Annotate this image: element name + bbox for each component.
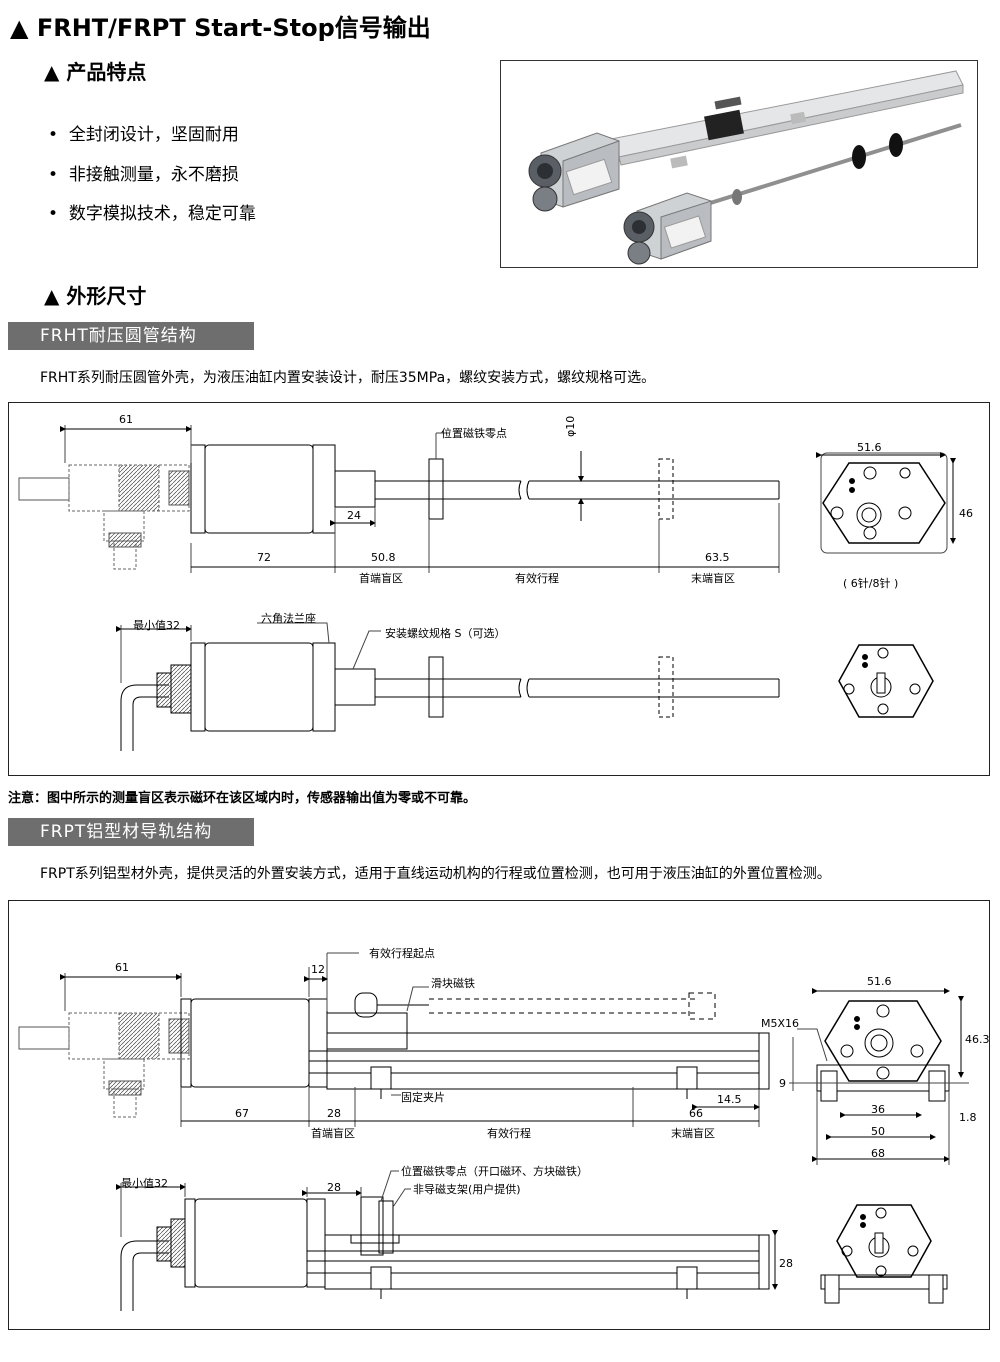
head-dead-zone: 首端盲区 bbox=[359, 572, 403, 585]
dim-24: 24 bbox=[347, 509, 361, 522]
dim-1-8: 1.8 bbox=[959, 1111, 977, 1124]
frht-note: 注意：图中所示的测量盲区表示磁环在该区域内时，传感器输出值为零或不可靠。 bbox=[8, 791, 477, 806]
frht-description: FRHT系列耐压圆管外壳，为液压油缸内置安装设计，耐压35MPa，螺纹安装方式，… bbox=[40, 370, 656, 386]
dim-66: 66 bbox=[689, 1107, 703, 1120]
frpt-top-view bbox=[18, 952, 770, 1127]
dim-68: 68 bbox=[871, 1147, 885, 1160]
feature-item: • 数字模拟技术，稳定可靠 bbox=[48, 204, 256, 224]
dim-50: 50 bbox=[871, 1125, 885, 1138]
dim-36: 36 bbox=[871, 1103, 885, 1116]
dim-9: 9 bbox=[779, 1077, 786, 1090]
dim-51-6: 51.6 bbox=[867, 975, 892, 988]
hex-flange-label: 六角法兰座 bbox=[261, 612, 316, 625]
frht-bottom-view bbox=[116, 622, 780, 751]
frpt-end-view-bottom bbox=[820, 1204, 948, 1304]
effective-stroke: 有效行程 bbox=[515, 572, 559, 585]
head-dead-zone: 首端盲区 bbox=[311, 1127, 355, 1140]
min32-label: 最小值32 bbox=[121, 1177, 168, 1190]
feature-item: • 全封闭设计，坚固耐用 bbox=[48, 125, 239, 145]
magnet-zero-label: 位置磁铁零点（开口磁环、方块磁铁） bbox=[401, 1165, 588, 1178]
features-heading: ▲ 产品特点 bbox=[44, 60, 147, 84]
bracket-label: 非导磁支架(用户提供) bbox=[413, 1183, 521, 1196]
slider-magnet-label: 滑块磁铁 bbox=[431, 977, 475, 990]
phi10-label: φ10 bbox=[564, 415, 577, 437]
dim-46: 46 bbox=[959, 507, 973, 520]
tail-dead-zone: 末端盲区 bbox=[671, 1127, 715, 1140]
frpt-bottom-view bbox=[116, 1170, 778, 1311]
dim-51-6: 51.6 bbox=[857, 441, 882, 454]
dim-28c: 28 bbox=[779, 1257, 793, 1270]
frht-end-view-bottom bbox=[838, 644, 934, 718]
dim-28: 28 bbox=[327, 1107, 341, 1120]
tail-dead-zone: 末端盲区 bbox=[691, 572, 735, 585]
page-title: ▲ FRHT/FRPT Start-Stop信号输出 bbox=[10, 14, 431, 42]
thread-spec-label: 安装螺纹规格 S（可选） bbox=[385, 627, 506, 640]
heading-triangle-icon: ▲ bbox=[44, 284, 67, 308]
dim-61: 61 bbox=[119, 413, 133, 426]
dim-67: 67 bbox=[235, 1107, 249, 1120]
dim-50-8: 50.8 bbox=[371, 551, 396, 564]
dim-72: 72 bbox=[257, 551, 271, 564]
dim-12: 12 bbox=[311, 963, 325, 976]
frpt-drawing: 有效行程起点 61 12 滑块磁铁 51.6 M5X16 46.3 9 固定夹片… bbox=[8, 900, 990, 1330]
frpt-description: FRPT系列铝型材外壳，提供灵活的外置安装方式，适用于直线运动机构的行程或位置检… bbox=[40, 866, 831, 882]
dimensions-heading: ▲ 外形尺寸 bbox=[44, 284, 147, 308]
product-photo bbox=[500, 60, 978, 268]
frht-top-view bbox=[18, 425, 780, 573]
frht-drawing: 61 位置磁铁零点 φ10 24 72 50.8 63.5 首端盲区 有效行程 … bbox=[8, 402, 990, 776]
pins-label: ( 6针/8针 ) bbox=[843, 577, 899, 590]
title-triangle-icon: ▲ bbox=[10, 14, 37, 42]
dim-28b: 28 bbox=[327, 1181, 341, 1194]
frht-end-view-top bbox=[816, 452, 956, 554]
m5x16-label: M5X16 bbox=[761, 1017, 800, 1030]
dim-14-5: 14.5 bbox=[717, 1093, 742, 1106]
heading-triangle-icon: ▲ bbox=[44, 60, 67, 84]
dim-61: 61 bbox=[115, 961, 129, 974]
feature-item: • 非接触测量，永不磨损 bbox=[48, 165, 239, 185]
frpt-end-view-top bbox=[789, 988, 969, 1165]
start-point-label: 有效行程起点 bbox=[369, 947, 435, 960]
min32-label: 最小值32 bbox=[133, 619, 180, 632]
dim-63-5: 63.5 bbox=[705, 551, 730, 564]
frht-section-bar: FRHT耐压圆管结构 bbox=[8, 322, 254, 350]
dim-46-3: 46.3 bbox=[965, 1033, 990, 1046]
clamp-label: 固定夹片 bbox=[401, 1091, 445, 1104]
effective-stroke: 有效行程 bbox=[487, 1127, 531, 1140]
magnet-zero-label: 位置磁铁零点 bbox=[441, 427, 507, 440]
frpt-section-bar: FRPT铝型材导轨结构 bbox=[8, 818, 254, 846]
